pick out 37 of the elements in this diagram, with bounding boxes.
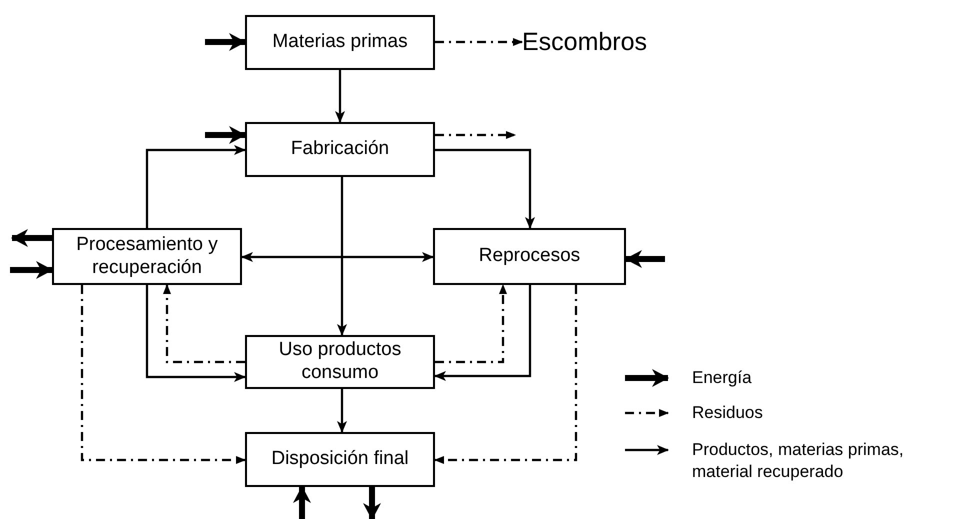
energy-arrow (363, 487, 381, 519)
flow-arrow (146, 145, 246, 228)
process-box (52, 228, 242, 285)
energy-arrow (11, 229, 52, 247)
energy-arrow (205, 126, 246, 144)
flow-arrow (337, 177, 347, 336)
output-label: Escombros (522, 27, 648, 57)
energy-arrow (10, 261, 53, 279)
box-label: Materias primas (272, 31, 408, 54)
flow-arrow (435, 148, 535, 229)
process-box (433, 228, 626, 285)
legend-label: Residuos (692, 402, 764, 424)
energy-arrow (205, 33, 246, 51)
box-label: Uso productos consumo (278, 339, 402, 385)
legend-label: Energía (692, 367, 753, 389)
energy-arrow (293, 486, 311, 519)
waste-arrow (435, 131, 516, 139)
legend-label: Productos, materias primas, material recuperado (692, 439, 905, 484)
process-box (245, 432, 435, 487)
waste-arrow (80, 285, 246, 464)
waste-arrow (434, 285, 578, 464)
box-label: Fabricación (290, 138, 390, 161)
box-label: Disposición final (271, 448, 409, 471)
waste-arrow (163, 284, 245, 364)
energy-arrow (625, 250, 665, 268)
box-label: Reprocesos (478, 245, 580, 268)
flow-arrow (434, 285, 532, 381)
waste-arrow (435, 284, 507, 364)
flow-arrow (335, 70, 345, 123)
flow-arrow (337, 389, 347, 433)
process-box (245, 15, 435, 70)
flow-arrow (146, 285, 246, 382)
process-box (245, 122, 435, 177)
process-box (245, 335, 435, 389)
flow-arrow (241, 252, 434, 262)
box-label: Procesamiento y recuperación (75, 234, 219, 280)
waste-arrow (435, 38, 523, 46)
